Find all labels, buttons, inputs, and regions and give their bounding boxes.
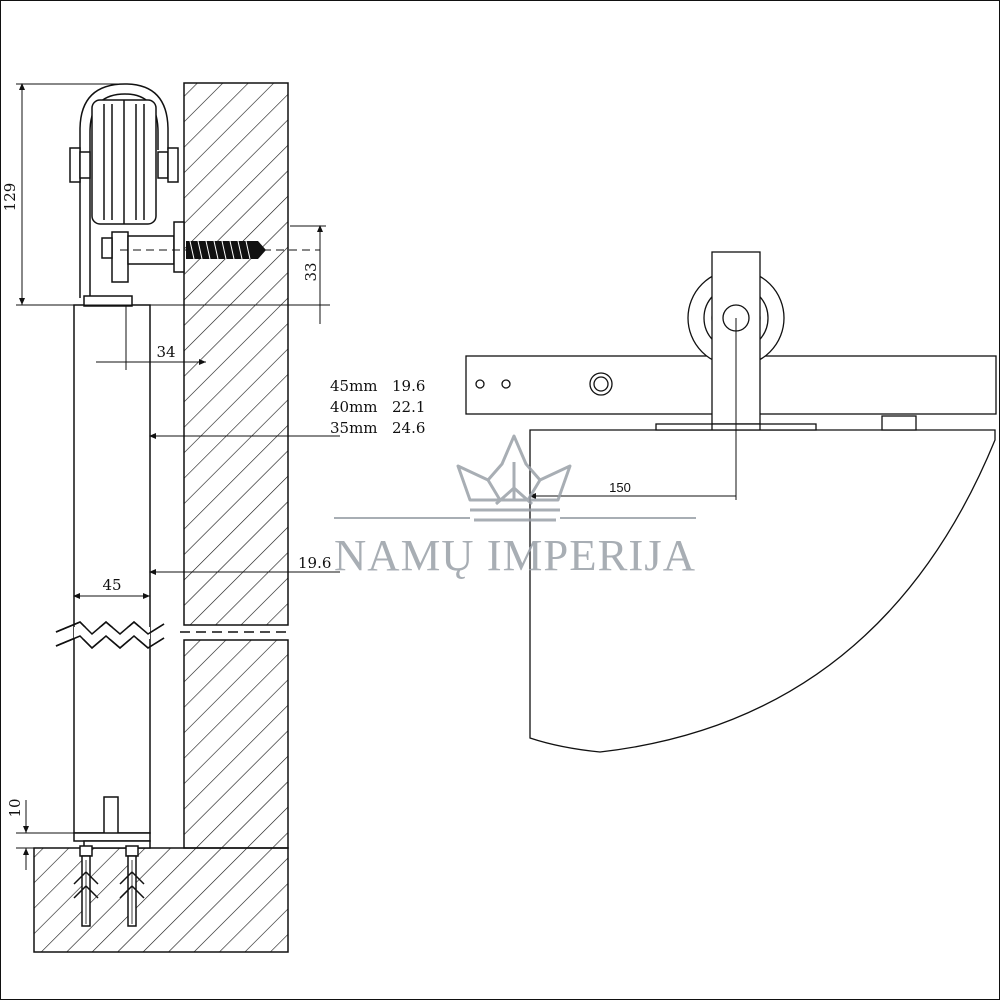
watermark-brand: NAMŲ IMPERIJA [334,531,696,580]
rail-hole [475,379,485,389]
dim-34-label: 34 [156,343,175,361]
door-panel [73,304,151,834]
floor [33,847,289,953]
dimension-lines-left [16,83,340,870]
dim-10-label: 10 [6,798,24,817]
floor-anchor-left [73,845,99,927]
dim-150-label: 150 [609,480,631,495]
side-view [33,82,320,953]
axle-nut-left [69,147,81,183]
spacing-row-thickness: 40mm [330,398,378,416]
rail-bolt [589,372,613,396]
watermark: NAMŲ IMPERIJA [334,434,696,580]
door-bracket [83,295,133,307]
spacer [111,231,129,283]
spacing-row-gap: 19.6 [392,377,425,395]
crown-icon [456,434,572,522]
dim-33-label: 33 [302,262,320,281]
dim-129-label: 129 [1,183,19,212]
dim-45-label: 45 [102,576,121,594]
spacing-table: 45mm 19.6 40mm 22.1 35mm 24.6 [330,377,425,437]
spacing-row-thickness: 35mm [330,419,378,437]
floor-anchor-right [119,845,145,927]
dim-19-6-label: 19.6 [298,554,331,572]
door-stopper [881,415,917,431]
door-outline [529,429,996,753]
spacing-row-thickness: 45mm [330,377,378,395]
rail-hole [501,379,511,389]
axle-nut-right [157,151,169,179]
floor-guide [103,796,119,833]
spacing-row-gap: 22.1 [392,398,425,416]
spacing-row-gap: 24.6 [392,419,425,437]
front-view [465,251,997,753]
wall-upper [183,82,289,626]
lag-screw [186,240,266,260]
wall-lower [183,639,289,849]
